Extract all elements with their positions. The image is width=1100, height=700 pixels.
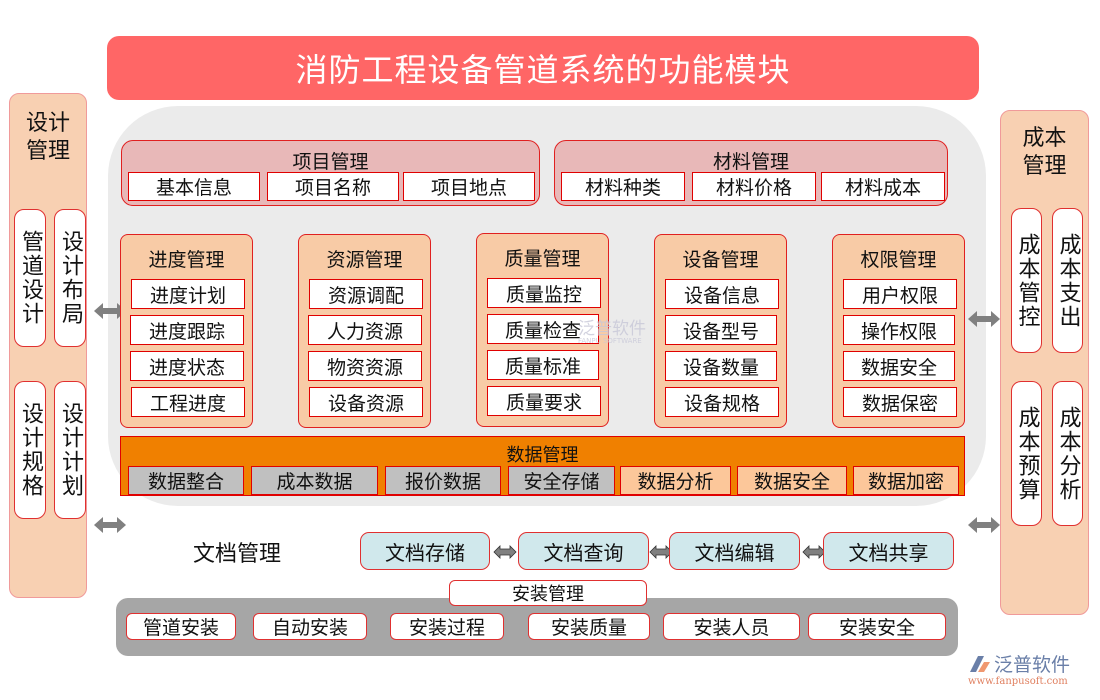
module-item[interactable]: 质量监控 [487, 278, 601, 308]
module-title: 进度管理 [148, 249, 225, 271]
module-item[interactable]: 资源调配 [309, 279, 423, 309]
project-item-basic-info[interactable]: 基本信息 [128, 172, 260, 201]
document-item[interactable]: 文档编辑 [669, 532, 800, 570]
material-item-price[interactable]: 材料价格 [692, 172, 816, 201]
module-equipment: 设备管理 设备信息 设备型号 设备数量 设备规格 [654, 234, 787, 428]
install-management-title: 安装管理 [449, 580, 647, 606]
cost-management-title: 成本管理 [1022, 126, 1067, 179]
data-management-bar: 数据管理 数据整合 成本数据 报价数据 安全存储 数据分析 数据安全 数据加密 [120, 436, 965, 496]
install-item[interactable]: 安装过程 [390, 613, 504, 640]
module-resource: 资源管理 资源调配 人力资源 物资资源 设备资源 [298, 234, 431, 428]
module-item[interactable]: 进度状态 [130, 351, 244, 381]
install-item[interactable]: 安装质量 [528, 613, 650, 640]
module-item[interactable]: 用户权限 [843, 279, 957, 309]
module-title: 权限管理 [860, 249, 937, 271]
project-management-title: 项目管理 [292, 151, 369, 173]
data-item[interactable]: 报价数据 [385, 466, 501, 495]
module-item[interactable]: 质量标准 [487, 350, 599, 380]
double-arrow-icon [493, 545, 517, 559]
design-item-plan[interactable]: 设计计划 [54, 381, 86, 519]
module-item[interactable]: 设备型号 [665, 315, 777, 345]
module-title: 资源管理 [326, 249, 403, 271]
cost-item-budget[interactable]: 成本预算 [1011, 381, 1042, 526]
install-item[interactable]: 安装安全 [808, 613, 946, 640]
document-item[interactable]: 文档共享 [823, 532, 954, 570]
design-management-panel: 设计管理 管道设计 设计布局 设计规格 设计计划 [9, 93, 87, 598]
module-title: 设备管理 [682, 249, 759, 271]
double-arrow-icon [968, 517, 1000, 533]
cost-item-analysis[interactable]: 成本分析 [1052, 381, 1083, 526]
double-arrow-icon [94, 517, 126, 533]
data-item[interactable]: 数据整合 [128, 466, 244, 495]
module-item[interactable]: 操作权限 [843, 315, 955, 345]
module-item[interactable]: 设备信息 [665, 279, 779, 309]
module-schedule: 进度管理 进度计划 进度跟踪 进度状态 工程进度 [120, 234, 253, 428]
project-item-location[interactable]: 项目地点 [403, 172, 535, 201]
diagram-title: 消防工程设备管道系统的功能模块 [107, 36, 979, 100]
watermark: 泛普软件 FANPU SOFTWARE [578, 319, 646, 345]
double-arrow-icon [968, 311, 1000, 327]
module-title: 质量管理 [504, 248, 581, 270]
document-item[interactable]: 文档查询 [518, 532, 649, 570]
module-item[interactable]: 质量检查 [487, 314, 599, 344]
document-management-title: 文档管理 [193, 542, 282, 567]
data-management-title: 数据管理 [506, 445, 579, 466]
cost-item-expense[interactable]: 成本支出 [1052, 208, 1083, 353]
module-item[interactable]: 设备资源 [309, 387, 423, 417]
data-item[interactable]: 数据安全 [737, 466, 847, 495]
double-arrow-icon [94, 303, 126, 319]
design-item-pipe-design[interactable]: 管道设计 [14, 209, 46, 347]
cost-item-control[interactable]: 成本管控 [1011, 208, 1042, 353]
module-item[interactable]: 数据安全 [843, 351, 955, 381]
material-item-cost[interactable]: 材料成本 [821, 172, 945, 201]
document-item[interactable]: 文档存储 [360, 532, 490, 570]
design-management-title: 设计管理 [25, 111, 70, 164]
module-item[interactable]: 物资资源 [308, 351, 422, 381]
fanpu-logo-icon [970, 655, 990, 672]
module-item[interactable]: 进度跟踪 [130, 315, 244, 345]
cost-management-panel: 成本管理 成本管控 成本支出 成本预算 成本分析 [1000, 110, 1089, 615]
module-item[interactable]: 进度计划 [131, 279, 245, 309]
module-item[interactable]: 质量要求 [487, 386, 601, 416]
module-item[interactable]: 设备数量 [665, 351, 777, 381]
module-quality: 质量管理 质量监控 质量检查 质量标准 质量要求 [476, 233, 609, 427]
material-item-type[interactable]: 材料种类 [561, 172, 685, 201]
data-item[interactable]: 数据分析 [620, 466, 731, 495]
module-permission: 权限管理 用户权限 操作权限 数据安全 数据保密 [832, 234, 965, 428]
project-management-group: 项目管理 基本信息 项目名称 项目地点 [121, 140, 540, 206]
material-management-title: 材料管理 [712, 151, 789, 173]
module-item[interactable]: 工程进度 [131, 387, 245, 417]
install-item[interactable]: 管道安装 [126, 613, 236, 640]
module-item[interactable]: 设备规格 [665, 387, 779, 417]
install-item[interactable]: 自动安装 [253, 613, 367, 640]
data-item[interactable]: 安全存储 [508, 466, 615, 495]
install-item[interactable]: 安装人员 [663, 613, 800, 640]
design-item-spec[interactable]: 设计规格 [14, 381, 46, 519]
data-item[interactable]: 数据加密 [853, 466, 959, 495]
data-item[interactable]: 成本数据 [251, 466, 378, 495]
fanpu-logo: 泛普软件 www.fanpusoft.com [968, 654, 1071, 687]
material-management-group: 材料管理 材料种类 材料价格 材料成本 [554, 140, 948, 206]
module-item[interactable]: 人力资源 [308, 315, 422, 345]
design-item-layout[interactable]: 设计布局 [54, 209, 86, 347]
module-item[interactable]: 数据保密 [843, 387, 957, 417]
project-item-name[interactable]: 项目名称 [267, 172, 399, 201]
